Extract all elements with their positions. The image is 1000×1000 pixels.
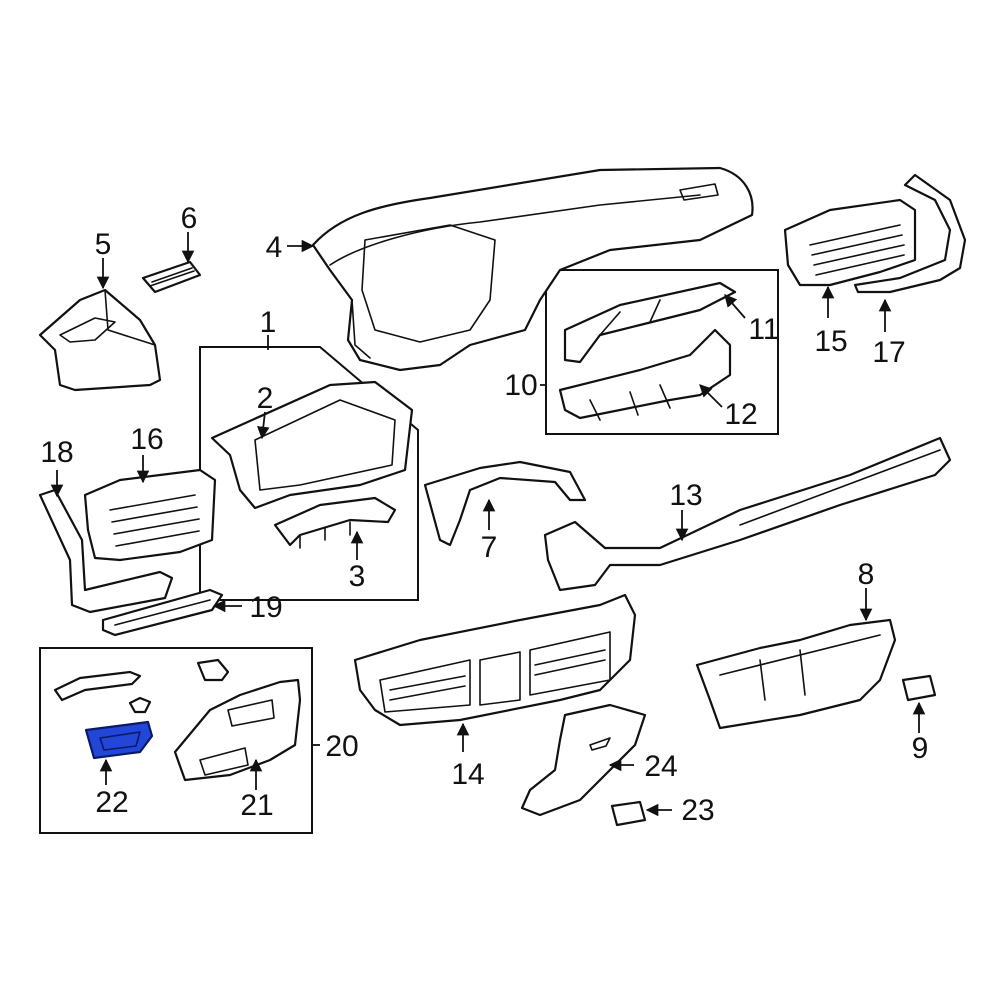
callout-23: 23	[681, 794, 714, 827]
part-3-cluster-trim[interactable]	[273, 496, 397, 549]
callout-12: 12	[724, 398, 757, 431]
part-9-clip[interactable]	[901, 674, 937, 702]
callout-13: 13	[669, 479, 702, 512]
part-23-clip[interactable]	[610, 800, 647, 827]
callout-16: 16	[130, 423, 163, 456]
part-20-cable[interactable]	[53, 670, 142, 702]
leader-11	[724, 294, 746, 319]
part-20-clip-a[interactable]	[128, 696, 152, 714]
part-19-lower-trim[interactable]	[101, 588, 224, 637]
part-13-lower-panel[interactable]	[543, 436, 952, 592]
callout-6: 6	[181, 202, 198, 235]
callout-10: 10	[504, 369, 537, 402]
part-11-bracket[interactable]	[563, 281, 737, 364]
part-8-console-panel[interactable]	[695, 618, 897, 730]
group-box-20	[39, 647, 313, 834]
part-4-instrument-panel[interactable]	[311, 166, 754, 372]
callout-1: 1	[260, 306, 277, 339]
callout-9: 9	[912, 732, 929, 765]
callout-15: 15	[814, 325, 847, 358]
part-17-right-trim[interactable]	[853, 173, 967, 294]
part-5-side-cover[interactable]	[38, 288, 162, 392]
part-12-bracket[interactable]	[558, 328, 732, 421]
leader-2	[257, 411, 270, 440]
callout-5: 5	[95, 228, 112, 261]
part-7-column-cover[interactable]	[423, 460, 587, 547]
leader-12	[699, 384, 723, 408]
callout-7: 7	[481, 531, 498, 564]
callout-18: 18	[40, 436, 73, 469]
part-24-knee-panel[interactable]	[520, 703, 647, 817]
part-2-cluster-hood[interactable]	[210, 380, 414, 510]
part-20-clip-b[interactable]	[196, 658, 230, 682]
part-14-center-bezel[interactable]	[353, 593, 637, 727]
part-15-right-vent[interactable]	[783, 198, 917, 287]
callout-11: 11	[748, 313, 779, 346]
part-16-left-vent[interactable]	[83, 468, 217, 562]
part-6-vent-grille[interactable]	[141, 260, 202, 294]
group-box-10	[545, 269, 779, 435]
callout-4: 4	[266, 231, 283, 264]
part-21-lower-cover[interactable]	[173, 678, 302, 782]
part-22-storage-pocket[interactable]	[84, 720, 154, 760]
callout-2: 2	[257, 382, 274, 415]
callout-19: 19	[249, 591, 282, 624]
callout-20: 20	[325, 730, 358, 763]
callout-21: 21	[240, 789, 273, 822]
callout-24: 24	[644, 750, 677, 783]
callout-3: 3	[349, 560, 366, 593]
part-18-left-trim[interactable]	[38, 488, 174, 614]
callout-8: 8	[858, 558, 875, 591]
group-box-cluster	[199, 346, 419, 601]
callout-22: 22	[95, 786, 128, 819]
callout-14: 14	[451, 758, 484, 791]
callout-17: 17	[872, 336, 905, 369]
